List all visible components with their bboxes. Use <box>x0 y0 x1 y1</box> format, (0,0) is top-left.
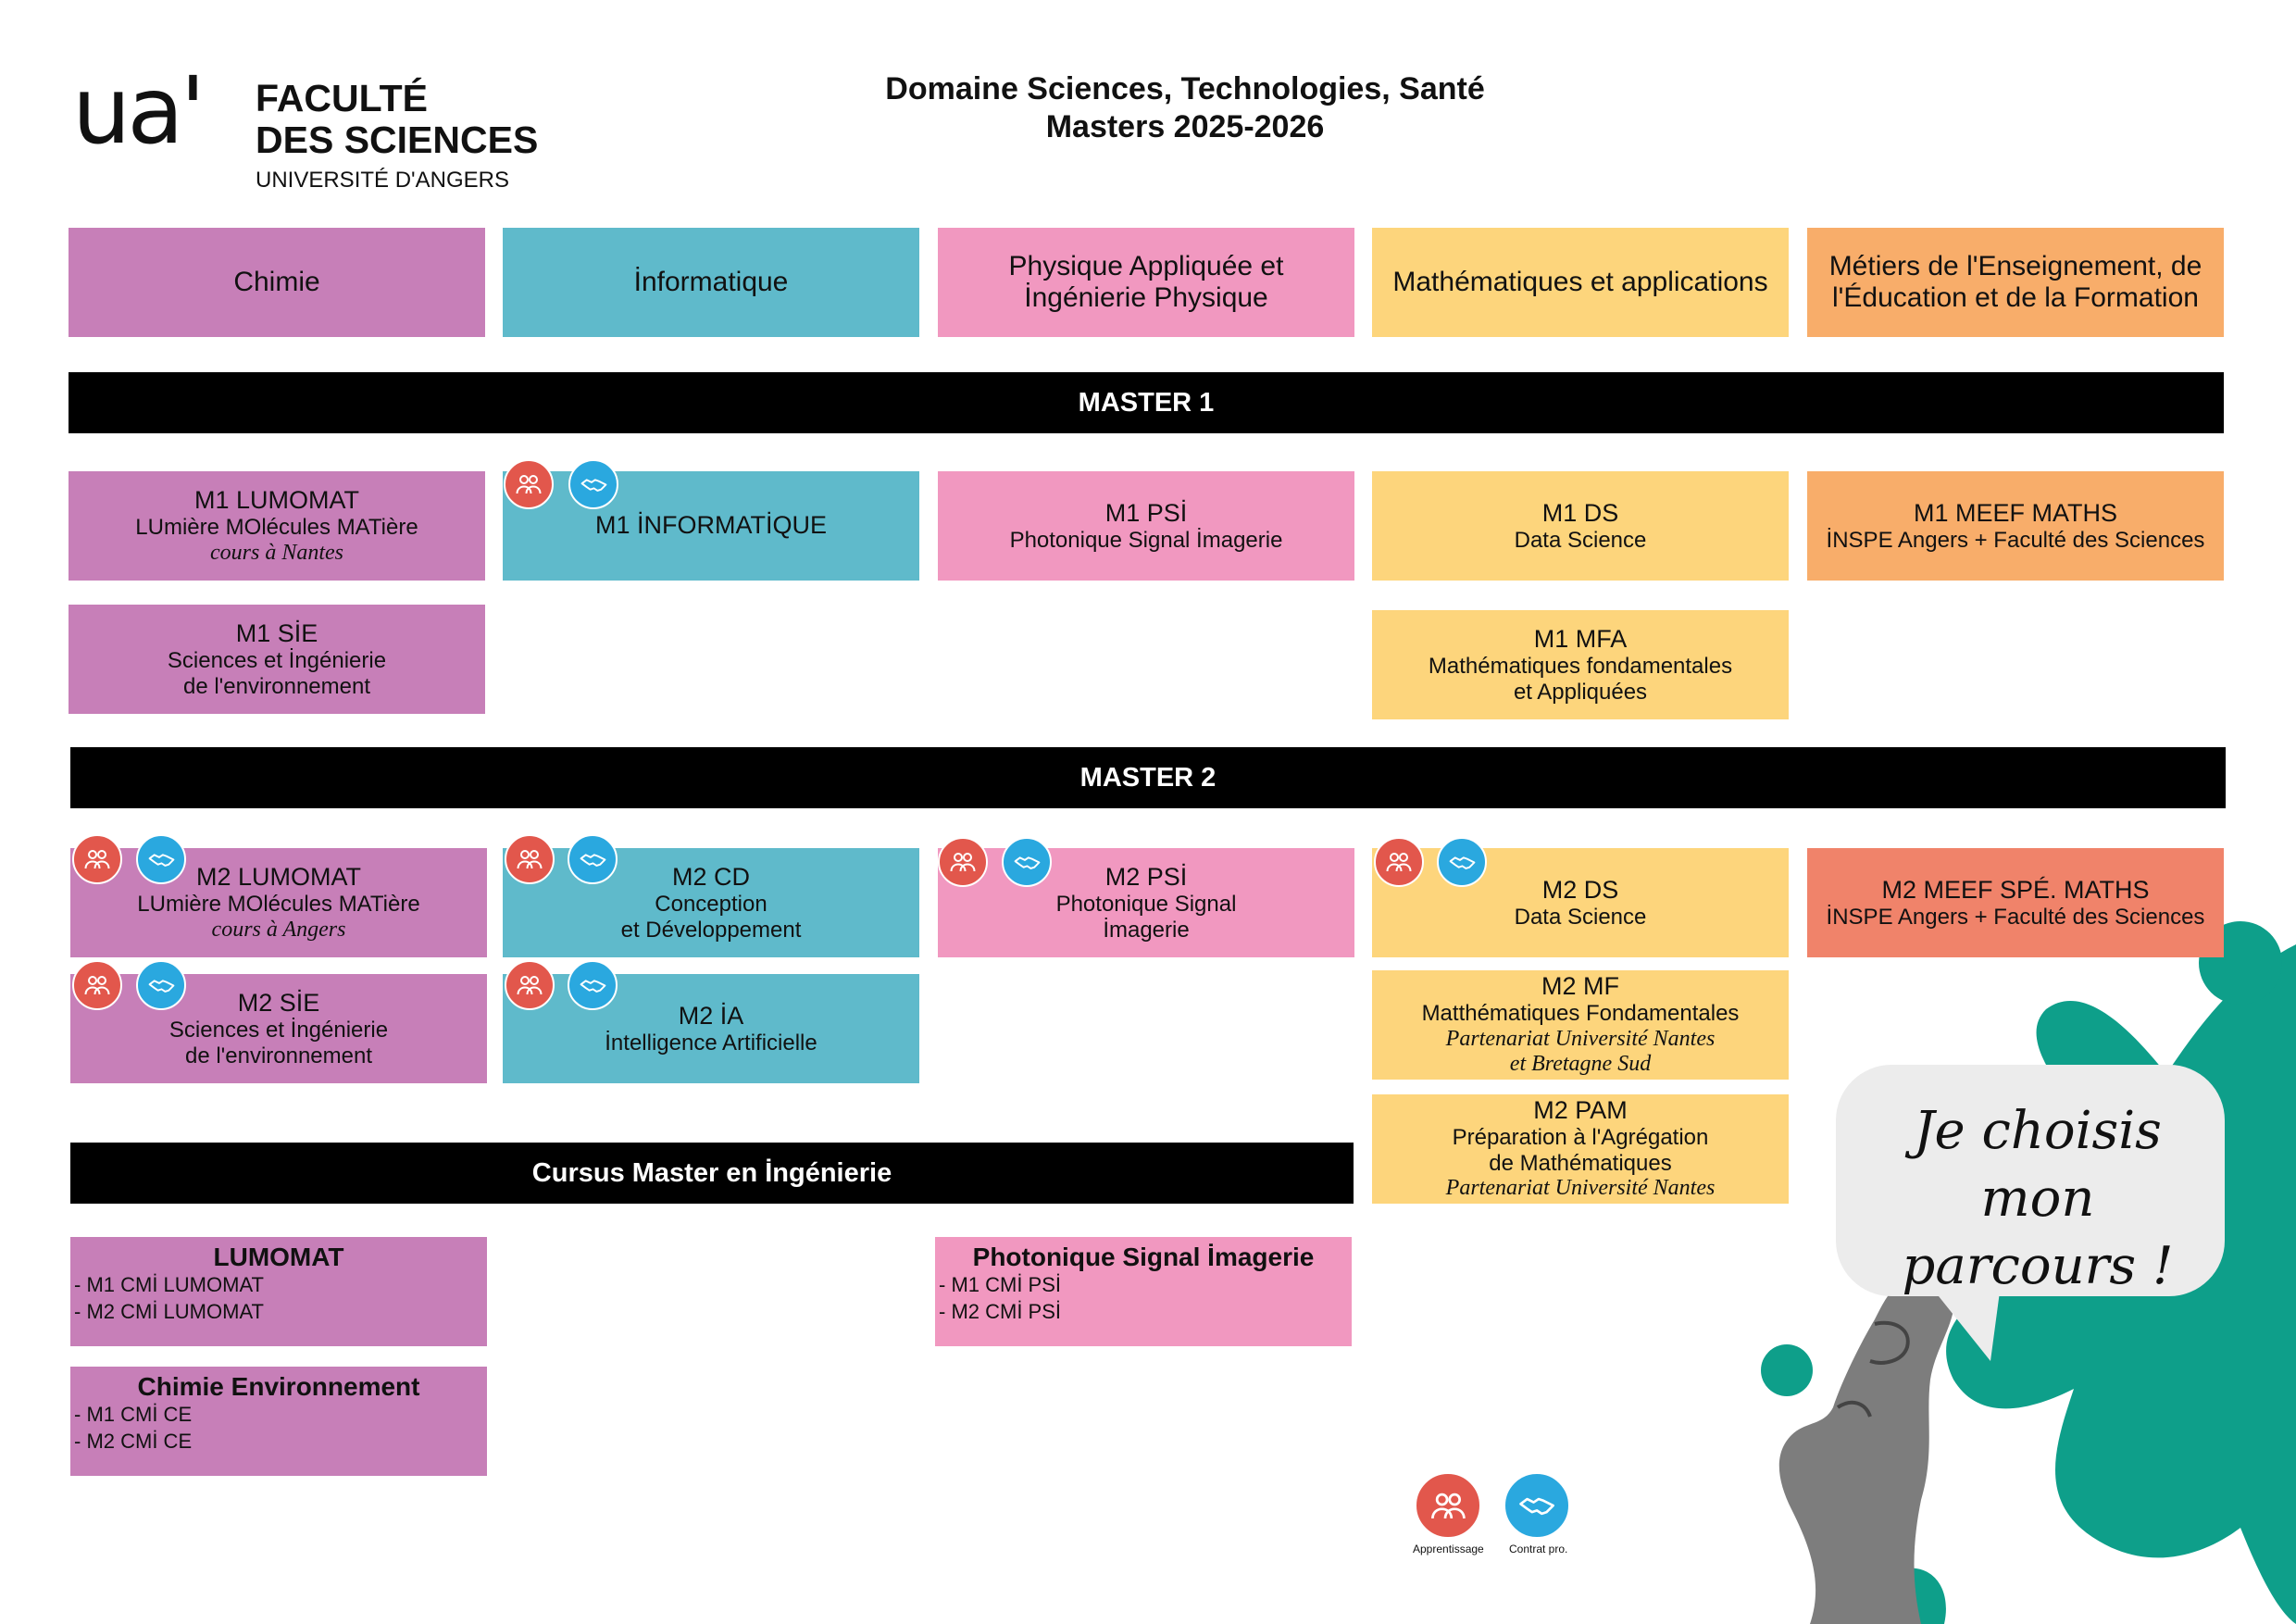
logo-line-1: FACULTÉ <box>256 77 429 119</box>
speech-bubble-tail <box>1935 1292 2000 1361</box>
logo-line-3: UNIVERSITÉ D'ANGERS <box>256 168 509 193</box>
legend: Apprentissage Contrat pro. <box>1407 1472 1592 1565</box>
contrat-pro-icon <box>568 960 618 1010</box>
m2-sie: M2 SİE Sciences et İngénierie de l'envir… <box>70 974 487 1083</box>
domain-chimie: Chimie <box>69 228 485 337</box>
logo-line-2: DES SCIENCES <box>256 119 539 161</box>
university-logo: ua' FACULTÉ DES SCIENCES UNIVERSITÉ D'AN… <box>72 65 554 204</box>
contrat-pro-icon <box>1437 837 1487 887</box>
page-subtitle: Masters 2025-2026 <box>1045 108 1325 144</box>
domain-informatique: İnformatique <box>503 228 919 337</box>
contrat-pro-icon <box>1504 1472 1570 1539</box>
contrat-pro-icon <box>568 459 618 509</box>
m1-ds: M1 DS Data Science <box>1372 471 1789 581</box>
speech-bubble: Je choisis mon parcours ! <box>1836 1065 2225 1296</box>
legend-contrat-label: Contrat pro. <box>1509 1543 1568 1555</box>
cmi-chimie-environnement: Chimie Environnement - M1 CMİ CE - M2 CM… <box>70 1367 487 1476</box>
m2-ia: M2 İA İntelligence Artificielle <box>503 974 919 1083</box>
apprentissage-icon <box>72 834 122 884</box>
m2-psi: M2 PSİ Photonique Signal İmagerie <box>938 848 1354 957</box>
m2-mf: M2 MF Matthématiques Fondamentales Parte… <box>1372 970 1789 1080</box>
m1-psi: M1 PSİ Photonique Signal İmagerie <box>938 471 1354 581</box>
page-title: Domaine Sciences, Technologies, Santé <box>885 71 1485 106</box>
contrat-pro-icon <box>1002 837 1052 887</box>
m1-mfa: M1 MFA Mathématiques fondamentales et Ap… <box>1372 610 1789 719</box>
m2-pam: M2 PAM Préparation à l'Agrégation de Mat… <box>1372 1094 1789 1204</box>
hand-image <box>1778 1277 1954 1624</box>
apprentissage-icon <box>1415 1472 1481 1539</box>
domain-maths: Mathématiques et applications <box>1372 228 1789 337</box>
legend-apprentissage-label: Apprentissage <box>1413 1543 1484 1555</box>
logo-mark: ua' <box>72 56 206 165</box>
domain-physique: Physique Appliquée et İngénierie Physiqu… <box>938 228 1354 337</box>
m1-lumomat: M1 LUMOMAT LUmière MOlécules MATière cou… <box>69 471 485 581</box>
cmi-lumomat: LUMOMAT - M1 CMİ LUMOMAT - M2 CMİ LUMOMA… <box>70 1237 487 1346</box>
m1-sie: M1 SİE Sciences et İngénierie de l'envir… <box>69 605 485 714</box>
contrat-pro-icon <box>136 834 186 884</box>
apprentissage-icon <box>1374 837 1424 887</box>
contrat-pro-icon <box>568 834 618 884</box>
apprentissage-icon <box>505 834 555 884</box>
apprentissage-icon <box>505 960 555 1010</box>
domain-meef: Métiers de l'Enseignement, de l'Éducatio… <box>1807 228 2224 337</box>
section-master-1: MASTER 1 <box>69 372 2224 433</box>
m2-cd: M2 CD Conception et Développement <box>503 848 919 957</box>
bubble-line-2: parcours ! <box>1902 1235 2174 1296</box>
m2-ds: M2 DS Data Science <box>1372 848 1789 957</box>
apprentissage-icon <box>938 837 988 887</box>
m2-meef-spe-maths: M2 MEEF SPÉ. MATHS İNSPE Angers + Facult… <box>1807 848 2224 957</box>
m2-lumomat: M2 LUMOMAT LUmière MOlécules MATière cou… <box>70 848 487 957</box>
section-master-2: MASTER 2 <box>70 747 2226 808</box>
bubble-line-1: Je choisis mon <box>1914 1101 2162 1229</box>
m1-informatique: M1 İNFORMATİQUE <box>503 471 919 581</box>
apprentissage-icon <box>504 459 554 509</box>
m1-meef-maths: M1 MEEF MATHS İNSPE Angers + Faculté des… <box>1807 471 2224 581</box>
contrat-pro-icon <box>136 960 186 1010</box>
cmi-psi: Photonique Signal İmagerie - M1 CMİ PSİ … <box>935 1237 1352 1346</box>
page-title-block: Domaine Sciences, Technologies, Santé Ma… <box>815 70 1555 146</box>
section-cmi: Cursus Master en İngénierie <box>70 1143 1354 1204</box>
apprentissage-icon <box>72 960 122 1010</box>
